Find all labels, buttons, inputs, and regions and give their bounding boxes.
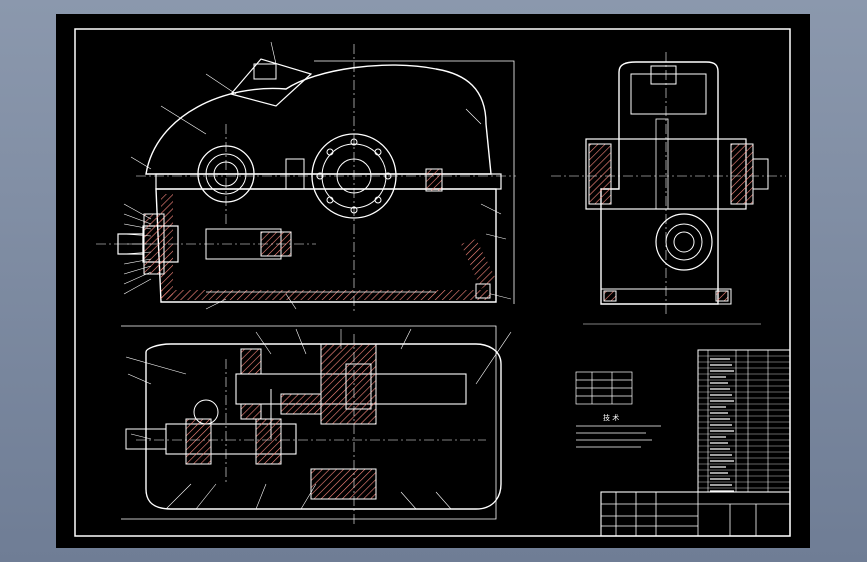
drawing-sheet: 技 术: [56, 14, 810, 548]
characteristics-table: [575, 371, 633, 405]
front-view: [117, 58, 515, 304]
side-view: [583, 61, 769, 325]
parts-list-rows: [698, 355, 790, 492]
title-block: [600, 491, 791, 537]
top-view: [121, 325, 502, 520]
drawing-border: [74, 28, 791, 537]
technical-requirements-text: [576, 425, 661, 448]
cad-drawing: 技 术: [74, 28, 791, 537]
technical-requirements-title: 技 术: [603, 413, 619, 422]
